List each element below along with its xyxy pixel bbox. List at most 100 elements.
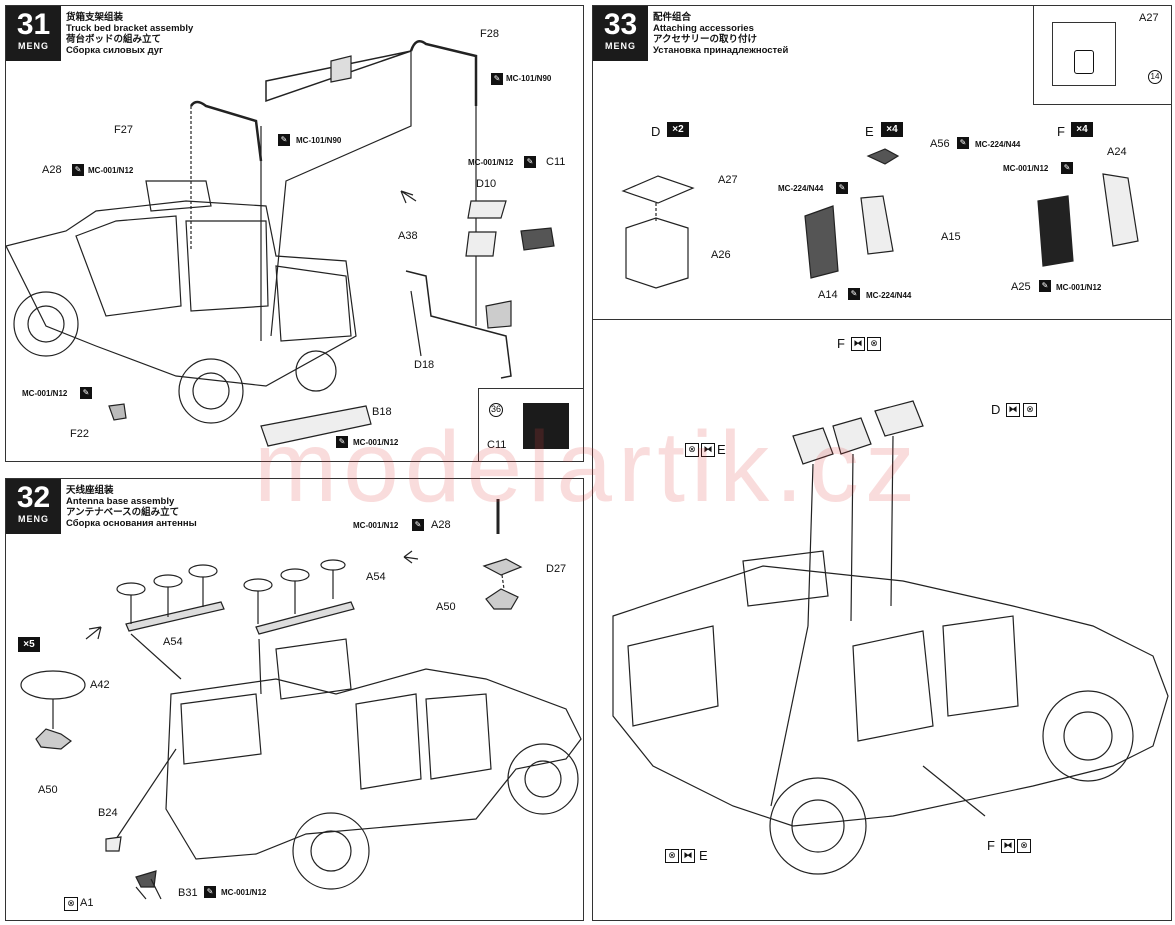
- step-number: 31: [16, 8, 51, 41]
- label-F: F: [987, 838, 995, 853]
- remove-part-icon: ⊗: [867, 337, 881, 351]
- paint-code: MC-224/N44: [975, 140, 1021, 149]
- title-ru: Установка принадлежностей: [653, 45, 789, 56]
- step-number: 32: [16, 481, 51, 514]
- group-E-qty: ×4: [881, 122, 903, 137]
- paint-code: MC-101/N90: [296, 136, 342, 145]
- title-ru: Сборка основания антенны: [66, 518, 197, 529]
- paint-icon: ✎: [336, 436, 348, 448]
- paint-icon: ✎: [204, 886, 216, 898]
- step-31-titles: 货箱支架组装 Truck bed bracket assembly 荷台ボッドの…: [66, 12, 193, 56]
- paint-code: MC-001/N12: [22, 389, 68, 398]
- group-F-qty: ×4: [1071, 122, 1093, 137]
- paint-icon: ✎: [957, 137, 969, 149]
- label-A1: A1: [80, 897, 94, 909]
- cement-icon: ⧓: [1006, 403, 1020, 417]
- label-D: D: [991, 402, 1001, 417]
- label-D27: D27: [546, 563, 567, 575]
- paint-icon: ✎: [412, 519, 424, 531]
- cement-icon: ⧓: [681, 849, 695, 863]
- title-cn: 货箱支架组装: [66, 12, 124, 23]
- title-cn: 配件组合: [653, 12, 692, 23]
- paint-icon: ✎: [278, 134, 290, 146]
- step-33-badge: 33 MENG: [593, 6, 648, 61]
- paint-code: MC-101/N90: [506, 74, 552, 83]
- label-C11: C11: [487, 439, 507, 451]
- label-C11: C11: [546, 156, 566, 168]
- title-jp: アンテナベースの組み立て: [66, 507, 180, 518]
- cement-icon: ⧓: [851, 337, 865, 351]
- vehicle-drawing-31: [6, 39, 555, 447]
- paint-icon: ✎: [491, 73, 503, 85]
- label-B18: B18: [372, 406, 392, 418]
- paint-icon: ✎: [80, 387, 92, 399]
- paint-code: MC-224/N44: [778, 184, 824, 193]
- label-A54: A54: [163, 636, 183, 648]
- title-en: Antenna base assembly: [66, 496, 175, 507]
- group-D-qty: ×2: [667, 122, 689, 137]
- step-32-panel: 32 MENG 天线座组装 Antenna base assembly アンテナ…: [5, 478, 584, 921]
- label-A26: A26: [711, 249, 731, 261]
- label-F27: F27: [114, 124, 133, 136]
- accessories-drawing: [612, 148, 1169, 875]
- label-A56: A56: [930, 138, 950, 150]
- group-E-label: E: [865, 124, 874, 139]
- paint-icon: ✎: [72, 164, 84, 176]
- label-A50: A50: [38, 784, 58, 796]
- label-B24: B24: [98, 807, 118, 819]
- inset-c11: 36 C11: [478, 388, 584, 462]
- label-A27: A27: [718, 174, 738, 186]
- step-number: 33: [603, 8, 638, 41]
- inset-a27: A27 14: [1033, 6, 1171, 105]
- label-D10: D10: [476, 178, 497, 190]
- paint-code: MC-001/N12: [88, 166, 134, 175]
- title-en: Truck bed bracket assembly: [66, 23, 194, 34]
- brand-logo: MENG: [605, 41, 636, 51]
- remove-part-icon: ⊗: [685, 443, 699, 457]
- step-33-titles: 配件组合 Attaching accessories アクセサリーの取り付け У…: [653, 12, 788, 56]
- brand-logo: MENG: [18, 514, 49, 524]
- step-31-panel: 31 MENG 货箱支架组装 Truck bed bracket assembl…: [5, 5, 584, 462]
- paint-icon: ✎: [848, 288, 860, 300]
- remove-part-icon: ⊗: [1023, 403, 1037, 417]
- step-31-badge: 31 MENG: [6, 6, 61, 61]
- step-33-panel: 33 MENG 配件组合 Attaching accessories アクセサリ…: [592, 5, 1172, 921]
- label-A38: A38: [398, 230, 418, 242]
- step-32-titles: 天线座组装 Antenna base assembly アンテナベースの組み立て…: [66, 485, 197, 529]
- paint-code: MC-001/N12: [468, 158, 514, 167]
- step-32-badge: 32 MENG: [6, 479, 61, 534]
- cement-icon: ⧓: [701, 443, 715, 457]
- title-ru: Сборка силовых дуг: [66, 45, 163, 56]
- remove-part-icon: ⊗: [64, 897, 78, 911]
- paint-code: MC-001/N12: [1003, 164, 1049, 173]
- label-D18: D18: [414, 359, 435, 371]
- label-A42: A42: [90, 679, 110, 691]
- quantity-badge: ×5: [18, 637, 40, 652]
- brand-logo: MENG: [18, 41, 49, 51]
- group-F-label: F: [1057, 124, 1065, 139]
- circled-number: 36: [489, 403, 503, 417]
- remove-part-icon: ⊗: [1017, 839, 1031, 853]
- label-E: E: [699, 848, 708, 863]
- title-jp: 荷台ボッドの組み立て: [66, 34, 162, 45]
- vehicle-drawing-32: [20, 499, 582, 900]
- paint-code: MC-001/N12: [353, 521, 399, 530]
- label-B31: B31: [178, 887, 198, 899]
- remove-part-icon: ⊗: [665, 849, 679, 863]
- paint-icon: ✎: [1039, 280, 1051, 292]
- divider: [593, 319, 1171, 320]
- part-c11-block: [523, 403, 569, 449]
- label-A50: A50: [436, 601, 456, 613]
- paint-icon: ✎: [836, 182, 848, 194]
- label-A14: A14: [818, 289, 838, 301]
- paint-code: MC-224/N44: [866, 291, 912, 300]
- paint-code: MC-001/N12: [353, 438, 399, 447]
- label-E: E: [717, 442, 726, 457]
- label-A24: A24: [1107, 146, 1127, 158]
- label-F: F: [837, 336, 845, 351]
- cement-icon: ⧓: [1001, 839, 1015, 853]
- paint-code: MC-001/N12: [1056, 283, 1102, 292]
- paint-icon: ✎: [1061, 162, 1073, 174]
- label-A54: A54: [366, 571, 386, 583]
- paint-code: MC-001/N12: [221, 888, 267, 897]
